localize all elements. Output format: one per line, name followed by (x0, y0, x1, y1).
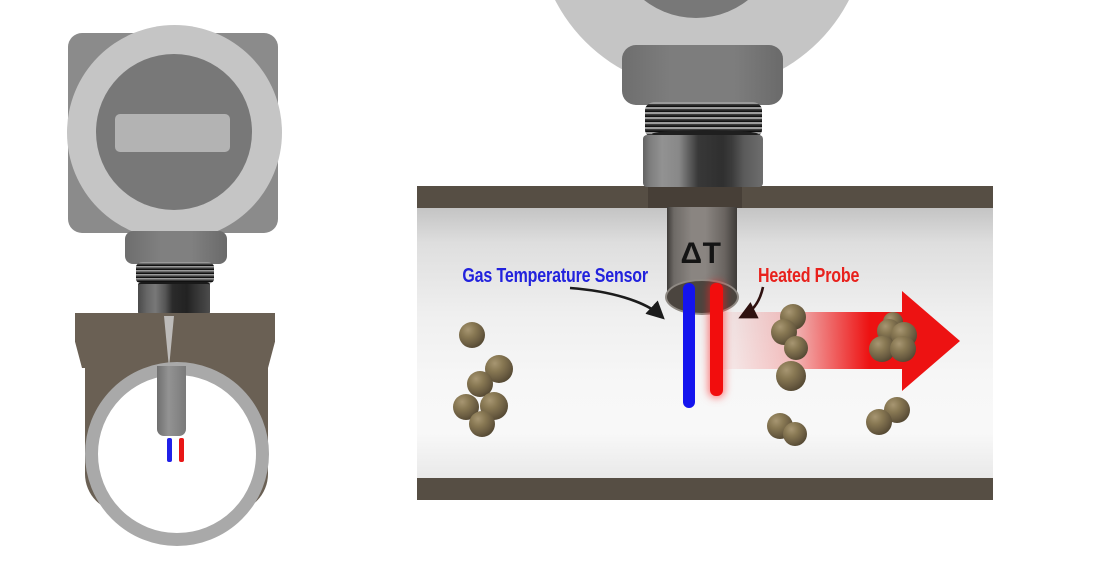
gas-particle (783, 422, 807, 446)
heated-probe-rod (710, 283, 723, 396)
hex-nut (643, 135, 763, 187)
transmitter-neck (622, 45, 783, 105)
temperature-sensor-rod-small (167, 438, 172, 462)
delta-t-label: ΔT (680, 237, 722, 270)
meter-display-window (115, 114, 230, 152)
heated-probe-label: Heated Probe (758, 265, 860, 287)
gas-particle (459, 322, 485, 348)
probe-end-face (667, 281, 737, 313)
pipe-wall-bottom (417, 478, 993, 500)
heated-probe-rod-small (179, 438, 184, 462)
meter-body-flange (75, 313, 275, 368)
gas-particle (776, 361, 806, 391)
gas-particle (784, 336, 808, 360)
gas-temperature-sensor-rod (683, 283, 695, 408)
gas-temperature-sensor-label: Gas Temperature Sensor (462, 265, 648, 287)
gas-particle (890, 336, 916, 362)
gas-particle (866, 409, 892, 435)
meter-gland-nut (138, 282, 210, 315)
gas-particle (469, 411, 495, 437)
meter-neck (125, 231, 227, 264)
meter-threads (136, 262, 214, 284)
hex-nut-cap (652, 130, 758, 138)
pipe-wall-opening (648, 186, 742, 208)
body-seam-highlight (164, 316, 174, 366)
probe-stem (157, 366, 186, 436)
